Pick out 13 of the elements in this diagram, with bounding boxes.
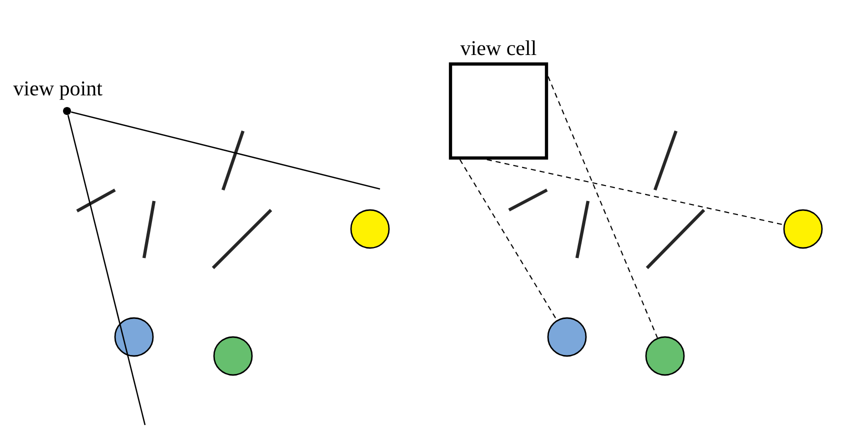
sight-line — [70, 111, 380, 190]
sight-line — [486, 159, 784, 226]
circle — [783, 209, 823, 249]
point-label: view point — [13, 81, 102, 100]
sight-line — [548, 76, 658, 338]
circle — [350, 209, 390, 249]
circle — [645, 336, 685, 376]
circle — [114, 317, 154, 357]
circle — [213, 336, 253, 376]
sight-line — [67, 114, 146, 426]
sight-line — [459, 159, 558, 320]
circle — [547, 317, 587, 357]
box-heading: view cell — [460, 40, 536, 56]
